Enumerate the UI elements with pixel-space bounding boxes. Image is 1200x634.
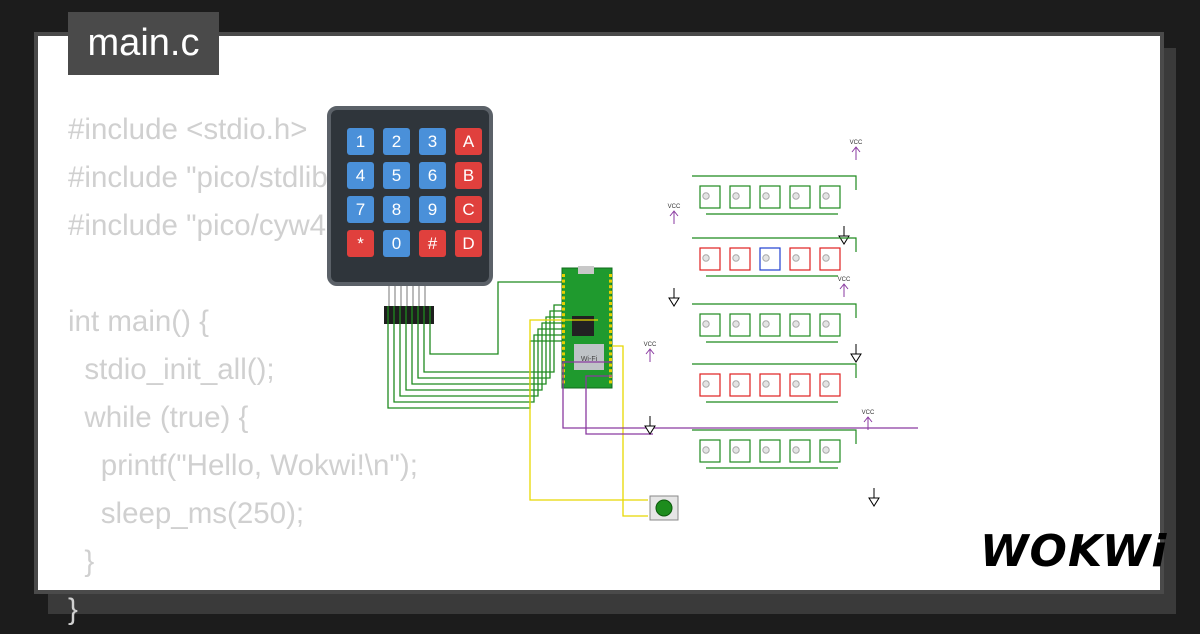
vcc-label: VCC <box>668 204 681 210</box>
led <box>792 320 800 328</box>
led <box>702 380 710 388</box>
led <box>702 446 710 454</box>
keypad-key[interactable]: 3 <box>419 128 446 155</box>
led-matrix: VCC VCC VCC VCC VCC <box>644 140 880 507</box>
wifi-module-label: Wi-Fi <box>581 356 598 363</box>
keypad-key[interactable]: 5 <box>383 162 410 189</box>
keypad-key[interactable]: 2 <box>383 128 410 155</box>
code-line: sleep_ms(250); <box>68 497 305 530</box>
led <box>762 446 770 454</box>
led <box>762 380 770 388</box>
keypad-connector <box>384 306 434 324</box>
vcc-label: VCC <box>838 277 851 283</box>
keypad-key[interactable]: C <box>455 196 482 223</box>
led <box>792 380 800 388</box>
ground-symbol <box>838 226 850 245</box>
code-line: } <box>68 545 95 578</box>
purple-wire <box>562 361 918 429</box>
vcc-label: VCC <box>644 342 657 348</box>
wifi-module <box>574 344 604 370</box>
keypad-key[interactable]: 9 <box>419 196 446 223</box>
code-line: #include <stdio.h> <box>68 113 308 146</box>
code-line: printf("Hello, Wokwi!\n"); <box>68 449 418 482</box>
keypad-wires <box>387 281 563 409</box>
keypad-key[interactable]: 0 <box>383 230 410 257</box>
led <box>702 320 710 328</box>
pico-w-board: Wi-Fi <box>561 266 613 389</box>
led <box>732 380 740 388</box>
ground-symbol <box>668 288 680 307</box>
led <box>792 446 800 454</box>
led <box>762 320 770 328</box>
file-tab-main-c[interactable]: main.c <box>68 12 219 75</box>
code-line: } <box>68 593 78 626</box>
push-button <box>649 495 679 521</box>
project-preview-card[interactable]: #include <stdio.h>#include "pico/stdlib.… <box>34 32 1168 626</box>
ground-symbol <box>850 344 862 363</box>
usb-port <box>578 266 594 274</box>
led <box>792 192 800 200</box>
keypad-header-pins <box>388 286 430 308</box>
keypad-key[interactable]: A <box>455 128 482 155</box>
keypad-key[interactable]: 1 <box>347 128 374 155</box>
led <box>792 254 800 262</box>
led <box>702 254 710 262</box>
vcc-label: VCC <box>862 410 875 416</box>
ground-symbol <box>644 416 656 435</box>
wokwi-logo: WOKWi <box>980 526 1168 577</box>
led <box>822 380 830 388</box>
circuit-diagram: Wi-Fi VCC VCC VCC VCC VCC <box>387 140 918 521</box>
keypad-key[interactable]: 6 <box>419 162 446 189</box>
code-line: while (true) { <box>68 401 249 434</box>
led <box>762 192 770 200</box>
led <box>732 192 740 200</box>
keypad-key[interactable]: # <box>419 230 446 257</box>
led <box>822 192 830 200</box>
led <box>732 320 740 328</box>
led <box>822 446 830 454</box>
keypad-key[interactable]: 7 <box>347 196 374 223</box>
keypad-key[interactable]: * <box>347 230 374 257</box>
yellow-wire <box>612 345 648 517</box>
led <box>732 254 740 262</box>
purple-wire <box>585 375 653 435</box>
code-line: stdio_init_all(); <box>68 353 275 386</box>
led <box>822 320 830 328</box>
yellow-wire <box>529 319 648 501</box>
keypad-key[interactable]: B <box>455 162 482 189</box>
keypad-key[interactable]: 8 <box>383 196 410 223</box>
keypad-key[interactable]: 4 <box>347 162 374 189</box>
code-editor: #include <stdio.h>#include "pico/stdlib.… <box>68 106 451 634</box>
vcc-label: VCC <box>850 140 863 146</box>
ground-symbol <box>868 488 880 507</box>
keypad-key[interactable]: D <box>455 230 482 257</box>
led <box>822 254 830 262</box>
led <box>702 192 710 200</box>
led <box>732 446 740 454</box>
led <box>762 254 770 262</box>
code-line: int main() { <box>68 305 209 338</box>
